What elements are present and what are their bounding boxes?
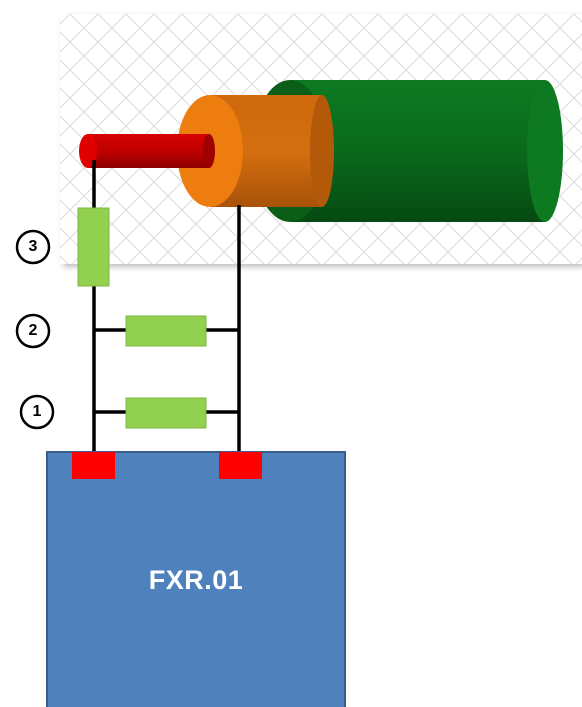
device-label: FXR.01 [148,565,244,595]
cable-shield [177,95,334,207]
coax-cable [79,80,563,222]
cable-conductor [79,134,215,168]
left-terminal [72,452,115,479]
marker-1-circle [19,394,55,430]
marker-1-label: 1 [32,403,42,420]
marker-3-label: 3 [28,238,38,255]
marker-2-circle [15,313,51,349]
device-box [46,451,346,707]
right-terminal [219,452,262,479]
resistor-1 [125,397,207,429]
resistor-3 [77,207,110,287]
resistor-2 [125,315,207,347]
marker-3-circle [15,229,51,265]
marker-2-label: 2 [28,322,38,339]
